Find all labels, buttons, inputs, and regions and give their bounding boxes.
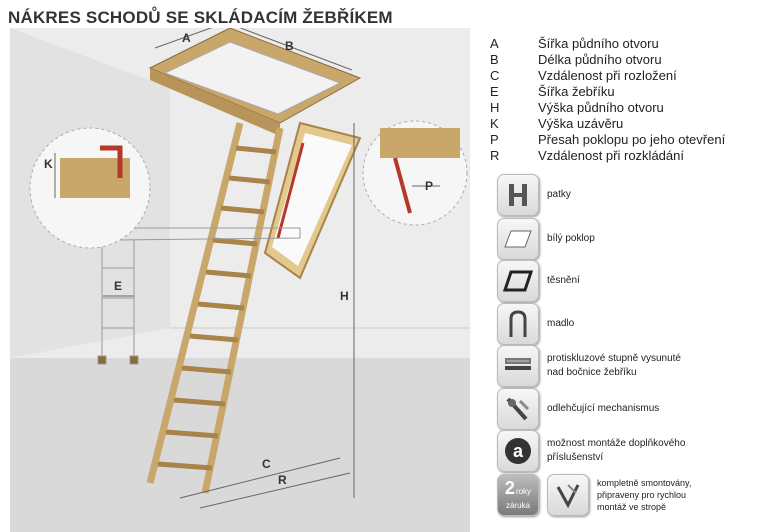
assembled-icon <box>547 474 589 516</box>
seal-icon <box>497 260 539 302</box>
warranty-badge: 2 roky záruka <box>497 474 539 516</box>
feature-kompletni: kompletně smontovány,připraveny pro rych… <box>547 474 691 516</box>
white-lid-icon <box>497 218 539 260</box>
antislip-step-icon <box>497 345 539 387</box>
label-r: R <box>278 473 287 487</box>
handrail-icon <box>497 303 539 345</box>
ceiling-hatch <box>148 28 362 136</box>
label-k: K <box>44 157 53 171</box>
ladder-illustration: A B C E H K P R <box>10 28 470 532</box>
label-p: P <box>425 179 433 193</box>
label-a: A <box>182 31 191 45</box>
label-c: C <box>262 457 271 471</box>
accessory-letter: a <box>513 441 524 461</box>
feature-bily-poklop: bílý poklop <box>497 218 595 260</box>
feature-tesneni: těsnění <box>497 260 580 302</box>
label-h: H <box>340 289 349 303</box>
feature-mechanismus: odlehčující mechanismus <box>497 388 659 430</box>
page-title: NÁKRES SCHODŮ SE SKLÁDACÍM ŽEBŘÍKEM <box>8 8 393 27</box>
feature-patky: patky <box>497 174 571 216</box>
folding-ladder <box>146 122 305 494</box>
feature-madlo: madlo <box>497 303 574 345</box>
label-b: B <box>285 39 294 53</box>
mechanism-icon <box>497 388 539 430</box>
feature-zaruka: 2 roky záruka <box>497 474 539 516</box>
accessory-icon: a <box>497 430 539 472</box>
feet-icon <box>497 174 539 216</box>
label-e: E <box>114 279 122 293</box>
